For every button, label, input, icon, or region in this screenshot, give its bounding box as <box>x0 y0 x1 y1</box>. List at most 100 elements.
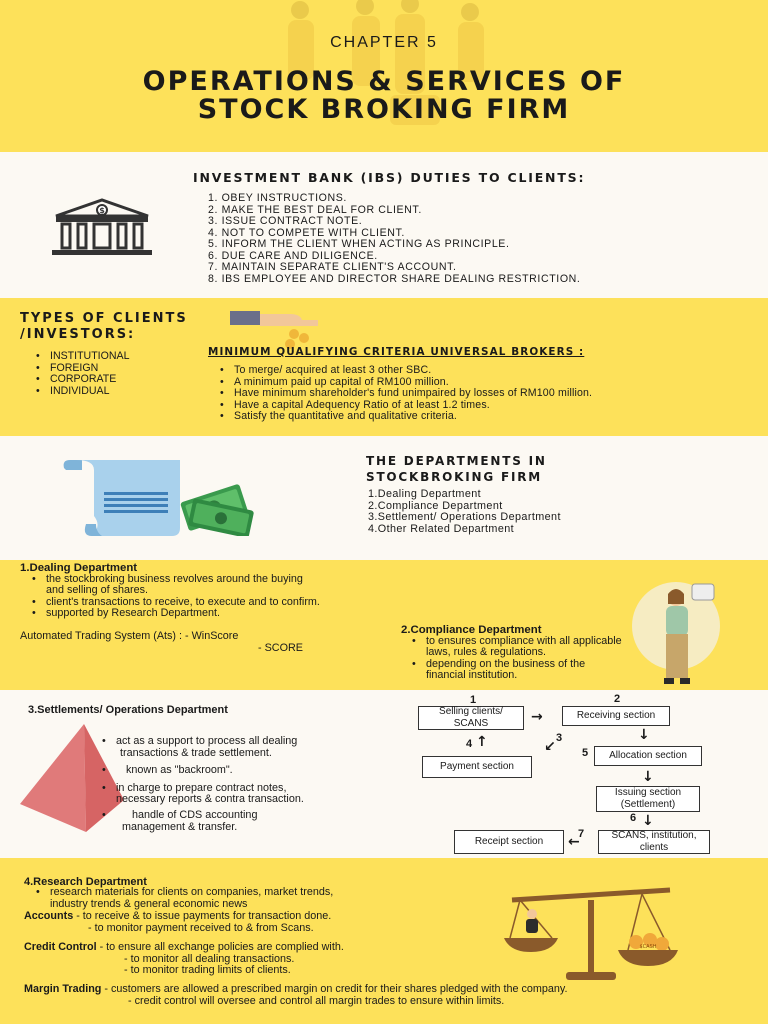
flow-node-allocation: Allocation section <box>594 746 702 766</box>
department-item: 3.Settlement/ Operations Department <box>368 511 561 524</box>
accounts-block: Accounts - to receive & to issue payment… <box>24 910 332 934</box>
settlement-heading: 3.Settlements/ Operations Department <box>28 704 228 716</box>
credit-text: - to monitor all dealing transactions. <box>124 952 295 965</box>
credit-text: - to ensure all exchange policies are co… <box>96 941 344 953</box>
flow-node-payment: Payment section <box>422 756 532 778</box>
chapter-label: CHAPTER 5 <box>330 34 438 51</box>
flow-node-issuing: Issuing section (Settlement) <box>596 786 700 812</box>
arrow-left-icon: ← <box>568 834 580 850</box>
dealing-item: client's transactions to receive, to exe… <box>32 596 320 609</box>
people-illustration <box>288 0 484 125</box>
document-icon <box>63 460 180 536</box>
compliance-item-text: depending on the business of the <box>426 657 586 670</box>
criteria-list: To merge/ acquired at least 3 other SBC.… <box>220 364 592 423</box>
flow-step-number: 3 <box>556 732 563 744</box>
arrow-down-icon: ↓ <box>642 769 654 785</box>
dealing-section: 1.Dealing Department the stockbroking bu… <box>0 560 768 690</box>
duties-section: $ INVESTMENT BANK (IBS) DUTIES TO CLIENT… <box>0 152 768 298</box>
compliance-item: depending on the business of thefinancia… <box>412 657 622 682</box>
criteria-item: A minimum paid up capital of RM100 milli… <box>220 376 592 389</box>
settlement-item-text: in charge to prepare contract notes, <box>116 781 287 794</box>
page-title-line1: OPERATIONS & SERVICES OF <box>142 66 626 97</box>
client-type-item: CORPORATE <box>36 374 129 386</box>
dealing-item: the stockbroking business revolves aroun… <box>32 573 320 597</box>
research-item-text: industry trends & general economic news <box>50 897 248 910</box>
arrow-down-icon: ↓ <box>642 813 654 829</box>
duty-item: 5. INFORM THE CLIENT WHEN ACTING AS PRIN… <box>208 238 510 250</box>
credit-label: Credit Control <box>24 941 97 953</box>
departments-section: THE DEPARTMENTS IN STOCKBROKING FIRM 1.D… <box>0 436 768 560</box>
duty-item: 2. MAKE THE BEST DEAL FOR CLIENT. <box>208 203 422 216</box>
margin-label: Margin Trading <box>24 983 102 995</box>
department-item: 1.Dealing Department <box>368 488 482 500</box>
compliance-item-text: laws, rules & regulations. <box>426 646 547 659</box>
money-icon <box>180 484 254 536</box>
clients-heading-line1: TYPES OF CLIENTS <box>20 311 188 326</box>
credit-text: - to monitor trading limits of clients. <box>124 964 291 977</box>
settlement-item: known as "backroom". <box>102 764 304 777</box>
settlement-item-text: necessary reports & contra transaction. <box>116 793 304 806</box>
research-list: research materials for clients on compan… <box>36 886 334 910</box>
compliance-item: to ensures compliance with all applicabl… <box>412 635 622 659</box>
arrow-up-icon: ↑ <box>476 734 488 750</box>
research-item-text: research materials for clients on compan… <box>50 886 334 898</box>
department-item: 4.Other Related Department <box>368 522 515 535</box>
client-type-item: INSTITUTIONAL <box>36 350 129 363</box>
settlement-item-text: management & transfer. <box>122 820 238 833</box>
flow-node-receipt: Receipt section <box>454 830 564 854</box>
flow-step-number: 6 <box>630 812 637 824</box>
criteria-item: Satisfy the quantitative and qualitative… <box>220 411 592 423</box>
settlement-item-text: transactions & trade settlement. <box>120 746 272 759</box>
bank-icon: $ <box>52 198 152 255</box>
settlement-item-text: known as "backroom". <box>126 764 233 777</box>
clients-heading-line2: /INVESTORS: <box>20 327 136 342</box>
criteria-heading: MINIMUM QUALIFYING CRITERIA UNIVERSAL BR… <box>208 346 585 358</box>
arrow-down-icon: ↓ <box>638 727 650 743</box>
duty-item: 1. OBEY INSTRUCTIONS. <box>208 192 347 204</box>
scale-coins-label: $CASH <box>639 944 656 950</box>
margin-text: - credit control will oversee and contro… <box>128 994 505 1007</box>
settlement-item-text: act as a support to process all dealing <box>116 735 298 747</box>
departments-heading-line1: THE DEPARTMENTS IN <box>366 454 547 468</box>
duty-item: 8. IBS EMPLOYEE AND DIRECTOR SHARE DEALI… <box>208 272 581 285</box>
research-item: research materials for clients on compan… <box>36 886 334 910</box>
flow-diagram: 1 2 Selling clients/ SCANS → Receiving s… <box>0 690 768 858</box>
duty-item: 7. MAINTAIN SEPARATE CLIENT'S ACCOUNT. <box>208 261 457 273</box>
research-heading: 4.Research Department <box>24 876 147 888</box>
compliance-item-text: financial institution. <box>426 669 518 682</box>
ats-label: Automated Trading System (Ats) : - WinSc… <box>20 630 239 642</box>
flow-step-number: 5 <box>582 747 589 759</box>
flow-node-selling-clients: Selling clients/ SCANS <box>418 706 524 730</box>
arrow-right-icon: → <box>531 709 543 725</box>
flow-step-number: 1 <box>470 694 477 706</box>
settlement-list: act as a support to process all dealingt… <box>102 735 304 833</box>
coins-hand-icon <box>230 311 318 349</box>
clients-section: TYPES OF CLIENTS /INVESTORS: INSTITUTION… <box>0 298 768 436</box>
margin-block: Margin Trading - customers are allowed a… <box>24 983 567 1007</box>
criteria-item: To merge/ acquired at least 3 other SBC. <box>220 364 592 377</box>
accounts-text: - to receive & to issue payments for tra… <box>73 910 332 922</box>
client-type-item: FOREIGN <box>36 362 129 375</box>
flow-node-scans: SCANS, institution, clients <box>598 830 710 854</box>
settlement-item-text: handle of CDS accounting <box>132 808 258 821</box>
dealing-list: the stockbroking business revolves aroun… <box>32 573 320 620</box>
arrow-down-left-icon: ↙ <box>544 739 556 755</box>
dealing-heading: 1.Dealing Department <box>20 562 138 574</box>
accounts-label: Accounts <box>24 910 74 922</box>
dealing-item-text: and selling of shares. <box>46 584 149 597</box>
flow-step-number: 4 <box>466 738 473 750</box>
research-section: 4.Research Department research materials… <box>0 858 768 1024</box>
svg-text:$: $ <box>99 206 105 215</box>
departments-heading-line2: STOCKBROKING FIRM <box>366 470 543 484</box>
header-section: CHAPTER 5 OPERATIONS & SERVICES OF STOCK… <box>0 0 768 152</box>
duty-item: 6. DUE CARE AND DILIGENCE. <box>208 249 378 262</box>
accounts-text: - to monitor payment received to & from … <box>88 921 314 934</box>
duty-item: 3. ISSUE CONTRACT NOTE. <box>208 215 363 227</box>
criteria-item: Have minimum shareholder's fund unimpair… <box>220 388 592 400</box>
flow-node-receiving: Receiving section <box>562 706 670 726</box>
ats-second: - SCORE <box>258 642 303 654</box>
flow-step-number: 7 <box>578 828 585 840</box>
compliance-heading: 2.Compliance Department <box>401 624 542 636</box>
departments-list: 1.Dealing Department 2.Compliance Depart… <box>368 488 561 535</box>
